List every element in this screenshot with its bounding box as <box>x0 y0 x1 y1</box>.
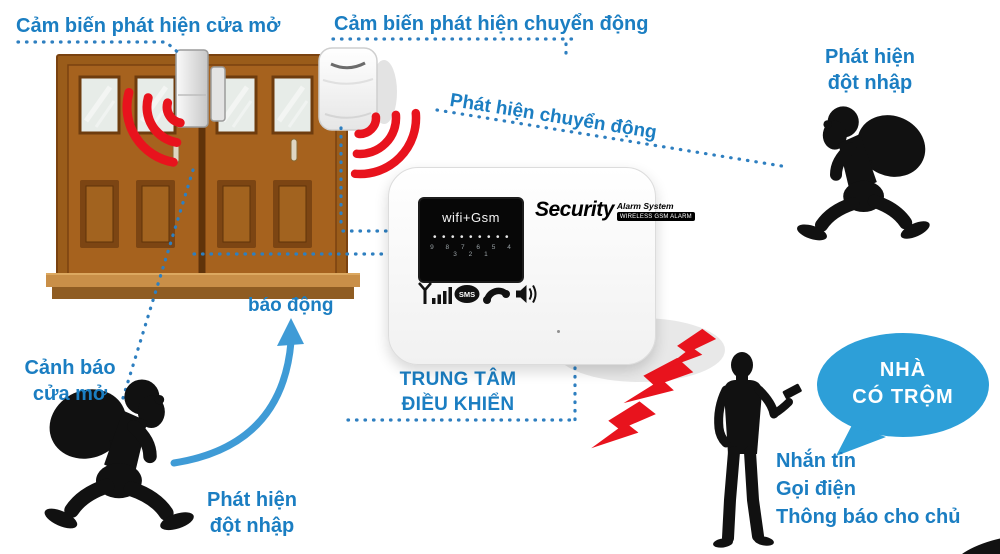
phone-call-icon <box>483 287 510 304</box>
brand-subtitle: Alarm System <box>616 201 674 211</box>
sms-icon: SMS <box>454 285 480 303</box>
brand-block: Security Alarm System WIRELESS GSM ALARM <box>535 198 695 222</box>
motion-sensor-waves <box>350 108 421 179</box>
alarm-label: báo động <box>248 295 334 316</box>
speech-bubble <box>817 333 989 456</box>
panel-screen: wifi+Gsm ••••••••• 9 8 7 6 5 4 3 2 1 <box>418 197 524 283</box>
notification-line3: Thông báo cho chủ <box>776 506 961 528</box>
intrusion-bottom-line1: Phát hiện <box>206 489 297 511</box>
speech-bubble-line2: CÓ TRỘM <box>852 386 954 408</box>
dotted-connector-motion-detect <box>435 108 790 169</box>
panel-status-icons: SMS <box>418 282 537 304</box>
burglar-top-right <box>795 104 935 243</box>
intrusion-bottom-line2: đột nhập <box>209 515 295 537</box>
speech-bubble-text: NHÀ CÓ TRỘM <box>820 357 986 411</box>
brand-right: Alarm System WIRELESS GSM ALARM <box>616 201 695 221</box>
notification-label: Nhắn tin Gọi điện Thông báo cho chủ <box>776 447 960 531</box>
alarm-control-panel: wifi+Gsm ••••••••• 9 8 7 6 5 4 3 2 1 Sec… <box>388 167 695 365</box>
door-handle-right <box>290 138 298 162</box>
notification-line2: Gọi điện <box>776 478 856 500</box>
door-warning-label: Cảnh báo cửa mở <box>14 355 126 407</box>
door-warning-line2: cửa mở <box>32 383 108 405</box>
speaker-icon <box>516 284 537 304</box>
notification-line1: Nhắn tin <box>776 450 856 472</box>
intrusion-top-line1: Phát hiện <box>824 46 915 68</box>
control-center-line1: TRUNG TÂM <box>399 369 517 390</box>
door-warning-line1: Cảnh báo <box>24 357 116 379</box>
signal-antenna-icon <box>418 282 452 304</box>
brand-badge: WIRELESS GSM ALARM <box>616 212 695 221</box>
screen-title: wifi+Gsm <box>442 210 500 225</box>
intrusion-bottom-label: Phát hiện đột nhập <box>196 487 308 539</box>
alarm-arrow <box>170 318 304 467</box>
screen-led-row: ••••••••• <box>432 232 514 243</box>
intrusion-top-label: Phát hiện đột nhập <box>812 44 928 96</box>
control-center-label: TRUNG TÂM ĐIỀU KHIỂN <box>370 367 546 417</box>
brand-name: Security <box>535 198 614 221</box>
motion-sensor-label: Cảm biến phát hiện chuyển động <box>334 13 649 35</box>
door-sensor-label: Cảm biến phát hiện cửa mở <box>16 15 281 37</box>
sms-icon-label: SMS <box>459 290 475 299</box>
panel-button-dot <box>557 330 560 333</box>
corner-silhouette-fragment <box>953 535 1000 554</box>
door-sensor-waves <box>122 88 185 167</box>
speech-bubble-line1: NHÀ <box>879 359 927 381</box>
control-center-line2: ĐIỀU KHIỂN <box>401 394 515 415</box>
intrusion-top-line2: đột nhập <box>827 72 913 94</box>
screen-zone-digits: 9 8 7 6 5 4 3 2 1 <box>430 244 516 258</box>
motion-sensor <box>318 47 397 131</box>
dotted-connector-sensor-to-burglar <box>121 168 195 400</box>
dotted-connector-door-sensor-label <box>16 40 183 57</box>
door-sensor <box>175 49 226 128</box>
